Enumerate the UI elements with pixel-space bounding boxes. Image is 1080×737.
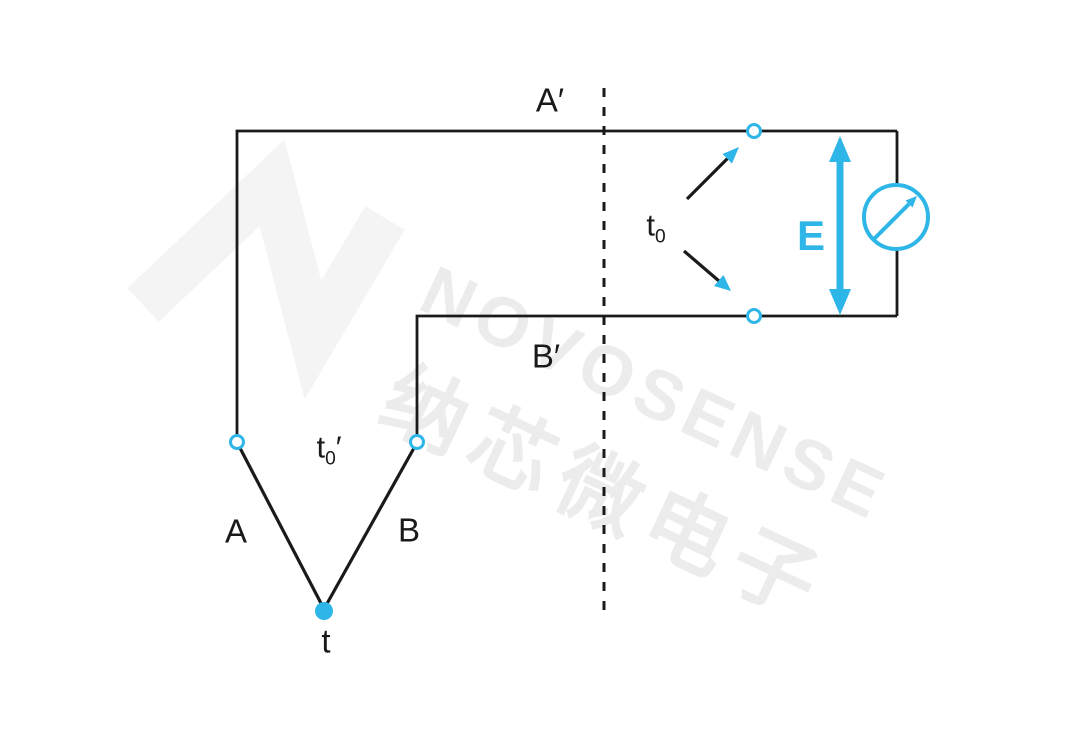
meter-needle-head-icon	[905, 196, 917, 208]
emf-arrow-top-head-icon	[829, 136, 851, 162]
terminal-b-prime	[746, 308, 762, 324]
wire-b-path	[415, 314, 897, 436]
t0-arrow-upper-shaft	[685, 156, 730, 201]
wire-a-path	[235, 129, 897, 436]
t0-arrow-upper-head-icon	[722, 147, 739, 164]
label-reference-temp-prime-base: t	[316, 429, 326, 465]
label-wire-a: A	[224, 512, 248, 550]
label-reference-temp: t0	[646, 209, 665, 246]
t0-arrow-lower-head-icon	[714, 275, 731, 291]
label-hot-junction: t	[321, 622, 331, 660]
thermocouple-leg-a	[238, 447, 326, 610]
label-reference-temp-prime-sub: 0	[325, 448, 336, 470]
label-wire-b: B	[397, 511, 421, 549]
label-reference-temp-prime: t0′	[316, 431, 341, 468]
t0-arrow-lower-shaft	[682, 249, 721, 283]
hot-junction-dot	[315, 602, 333, 620]
thermocouple-leg-b	[322, 447, 416, 610]
terminal-b	[409, 434, 425, 450]
label-wire-b-extension: B′	[531, 337, 561, 375]
terminal-a-prime	[746, 123, 762, 139]
label-reference-temp-sub: 0	[654, 226, 666, 248]
emf-arrow-bottom-head-icon	[829, 289, 851, 315]
label-reference-temp-base: t	[646, 207, 655, 243]
watermark-logo-icon	[127, 139, 405, 400]
label-emf: E	[796, 212, 826, 259]
label-wire-a-extension: A′	[535, 81, 565, 119]
meter-needle	[872, 202, 911, 241]
terminal-a	[229, 434, 245, 450]
label-reference-temp-prime-mark: ′	[335, 429, 342, 465]
